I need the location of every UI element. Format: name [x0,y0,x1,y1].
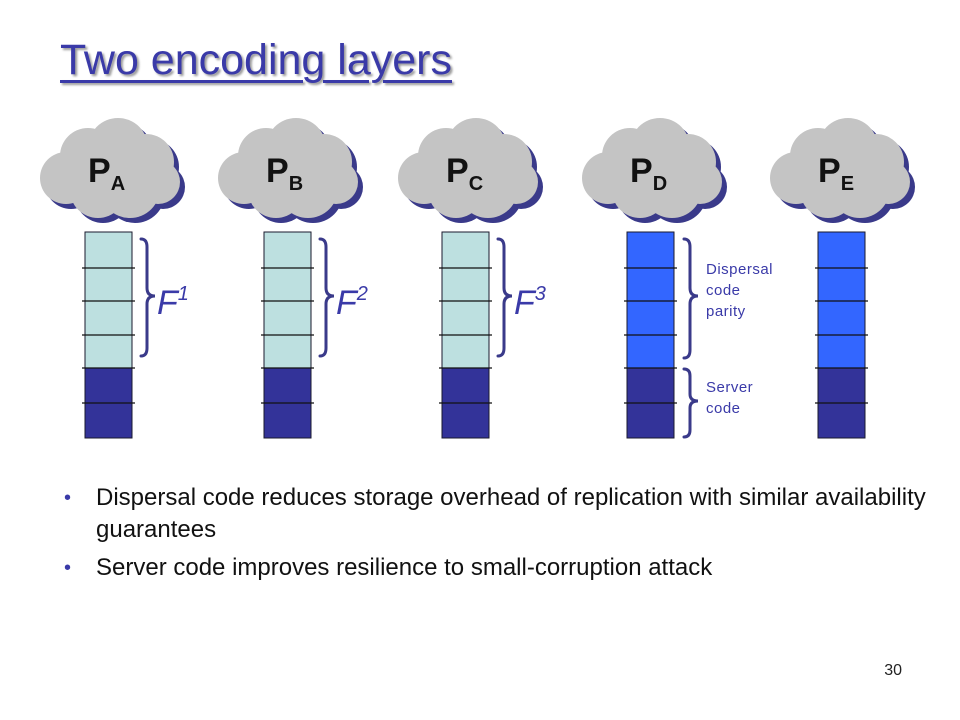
parity-block [817,300,866,336]
data-block [441,267,490,302]
bullet-dot-icon: • [64,557,72,579]
dispersal-note-line-1: Dispersal [706,261,774,278]
parity-block [626,334,675,369]
storage-column-a [82,231,135,439]
server-code-note: Server code [706,377,753,419]
data-block [263,300,312,336]
server-code-block [817,402,866,439]
data-block [84,267,133,302]
data-block [263,231,312,269]
storage-column-c [439,231,492,439]
server-code-block [441,367,490,404]
data-block [441,334,490,369]
file-brace-a [139,237,156,358]
data-block [84,334,133,369]
parity-block [817,334,866,369]
cloud-d-icon: PD [582,118,727,223]
columns-layer [82,231,868,439]
storage-column-e [815,231,868,439]
data-block [263,334,312,369]
server-code-block [626,367,675,404]
server-code-block [84,402,133,439]
cloud-a-icon: PA [40,118,185,223]
dispersal-note-line-3: parity [706,303,746,320]
file-label-b: F2 [336,283,368,322]
braces-layer: F1 F2 F3 [139,237,699,439]
file-brace-b [318,237,335,358]
cloud-b-icon: PB [218,118,363,223]
server-code-block [263,367,312,404]
storage-column-b [261,231,314,439]
data-block [441,231,490,269]
server-note-line-2: code [706,400,741,417]
dispersal-parity-note: Dispersal code parity [706,259,773,322]
server-note-line-1: Server [706,379,754,396]
data-block [263,267,312,302]
server-code-block [626,402,675,439]
dispersal-note-line-2: code [706,282,741,299]
server-code-brace [682,367,699,439]
bullet-item-server-code: • Server code improves resilience to sma… [60,552,930,584]
server-code-block [441,402,490,439]
bullet-dot-icon: • [64,487,72,509]
clouds-layer: PA PB PC PD PE [40,118,915,223]
bullet-text-dispersal: Dispersal code reduces storage overhead … [96,484,926,543]
cloud-c-icon: PC [398,118,543,223]
page-number: 30 [884,662,902,679]
data-block [441,300,490,336]
server-code-block [263,402,312,439]
dispersal-parity-brace [682,237,699,360]
parity-block [626,231,675,269]
file-brace-c [496,237,513,358]
file-label-a: F1 [157,283,189,322]
storage-column-d [624,231,677,439]
bullet-text-server-code: Server code improves resilience to small… [96,554,713,581]
bullet-item-dispersal: • Dispersal code reduces storage overhea… [60,482,930,546]
parity-block [817,231,866,269]
cloud-e-icon: PE [770,118,915,223]
data-block [84,231,133,269]
parity-block [626,267,675,302]
server-code-block [817,367,866,404]
server-code-block [84,367,133,404]
file-label-c: F3 [514,283,546,322]
bullet-list: • Dispersal code reduces storage overhea… [60,482,930,590]
slide-title: Two encoding layers [60,36,452,84]
data-block [84,300,133,336]
parity-block [626,300,675,336]
parity-block [817,267,866,302]
